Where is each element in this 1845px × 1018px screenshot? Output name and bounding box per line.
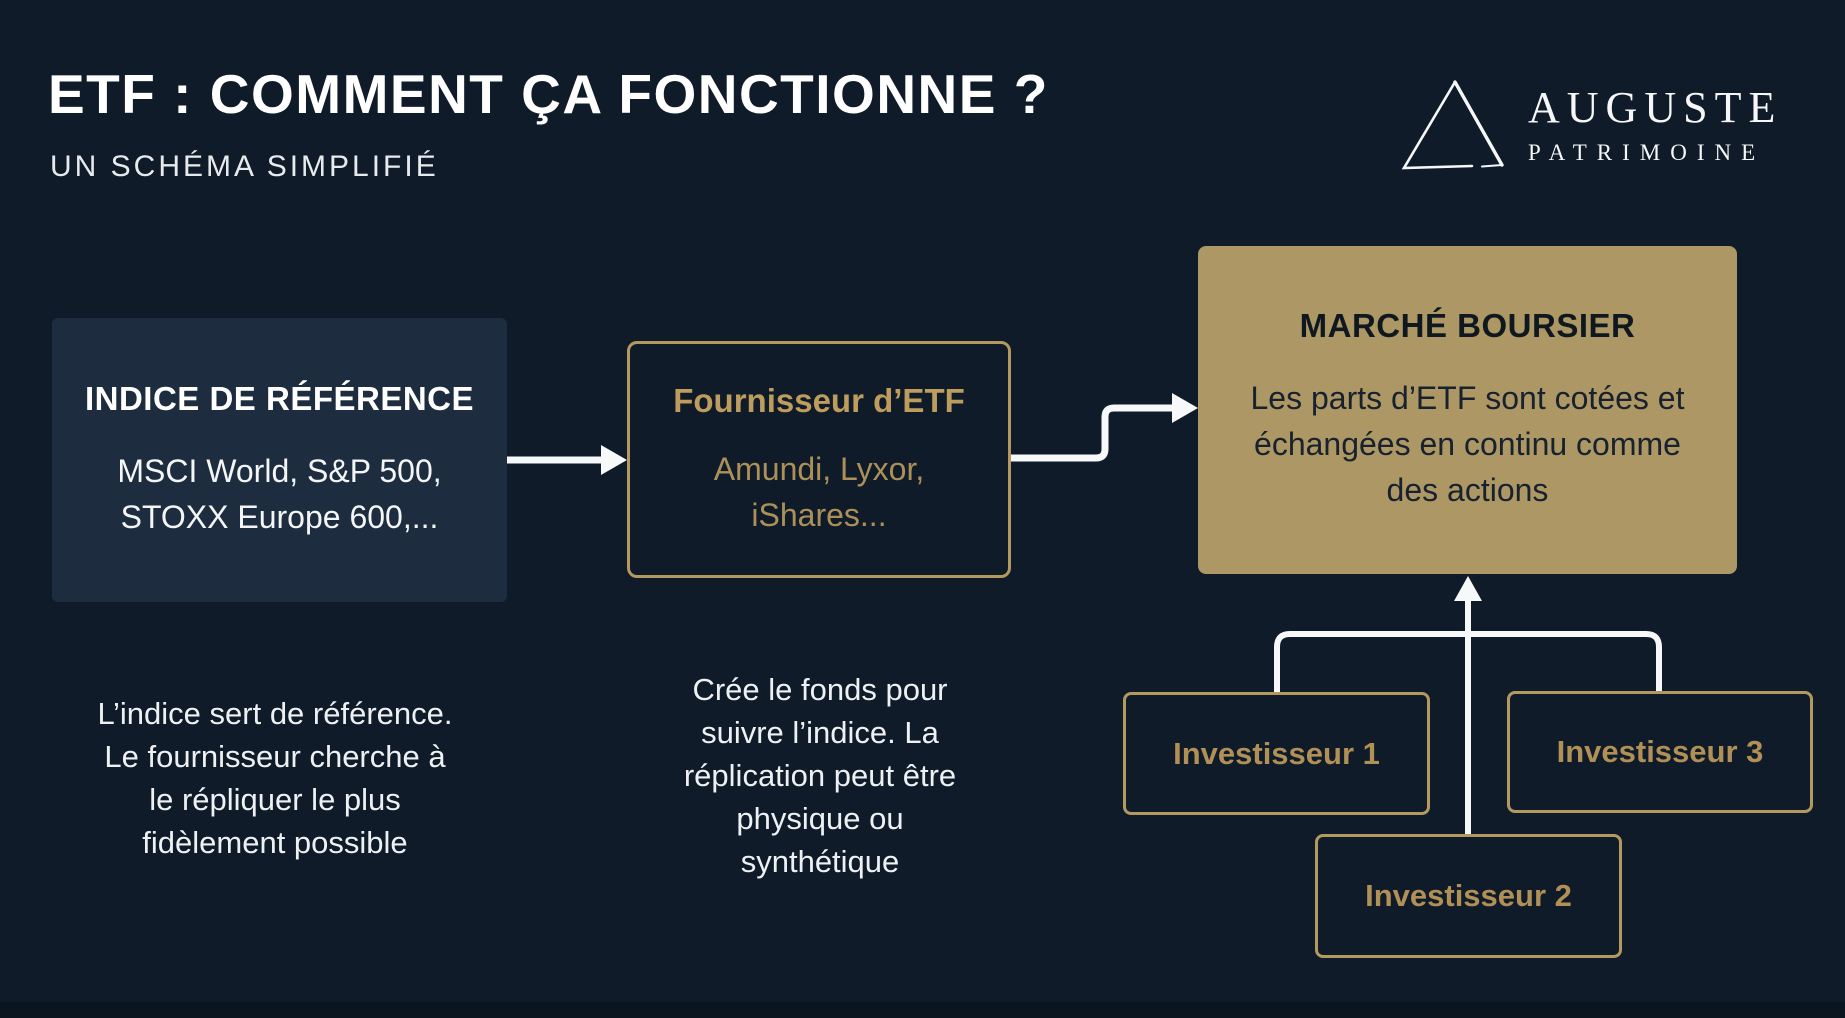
etf-provider-box: Fournisseur d’ETF Amundi, Lyxor, iShares… bbox=[627, 341, 1011, 578]
investor-1-box: Investisseur 1 bbox=[1123, 692, 1430, 815]
investor-1-label: Investisseur 1 bbox=[1173, 735, 1380, 771]
investor-3-box: Investisseur 3 bbox=[1507, 691, 1813, 813]
brand-logo: AUGUSTE PATRIMOINE bbox=[1398, 78, 1782, 174]
provider-box-title: Fournisseur d’ETF bbox=[673, 381, 965, 419]
index-reference-box: INDICE DE RÉFÉRENCE MSCI World, S&P 500,… bbox=[52, 318, 507, 602]
page-title: ETF : COMMENT ÇA FONCTIONNE ? bbox=[48, 63, 1049, 125]
page-subtitle: UN SCHÉMA SIMPLIFIÉ bbox=[50, 150, 439, 183]
investor-3-label: Investisseur 3 bbox=[1556, 734, 1764, 769]
brand-name: AUGUSTE bbox=[1528, 83, 1783, 132]
arrow-index-to-provider bbox=[507, 445, 627, 475]
provider-box-body: Amundi, Lyxor, iShares... bbox=[713, 450, 925, 533]
arrow-provider-to-market bbox=[1011, 393, 1198, 462]
connector-investors-bracket bbox=[1274, 631, 1662, 692]
index-box-title: INDICE DE RÉFÉRENCE bbox=[84, 380, 475, 417]
triangle-logo-icon bbox=[1401, 80, 1504, 170]
market-box-title: MARCHÉ BOURSIER bbox=[1299, 307, 1636, 344]
arrow-investor2-to-market bbox=[1454, 576, 1482, 834]
provider-note: Crée le fonds pour suivre l’indice. La r… bbox=[683, 672, 957, 879]
investor-2-label: Investisseur 2 bbox=[1365, 878, 1572, 913]
index-box-body: MSCI World, S&P 500, STOXX Europe 600,..… bbox=[117, 453, 442, 535]
brand-wordmark: AUGUSTE PATRIMOINE bbox=[1528, 84, 1782, 168]
stock-market-box: MARCHÉ BOURSIER Les parts d’ETF sont cot… bbox=[1198, 246, 1737, 574]
investor-2-box: Investisseur 2 bbox=[1315, 834, 1622, 958]
index-note: L’indice sert de référence. Le fournisse… bbox=[97, 696, 453, 860]
market-box-body: Les parts d’ETF sont cotées et échangées… bbox=[1250, 380, 1685, 508]
brand-subname: PATRIMOINE bbox=[1528, 140, 1766, 165]
bottom-strip bbox=[0, 1002, 1845, 1018]
